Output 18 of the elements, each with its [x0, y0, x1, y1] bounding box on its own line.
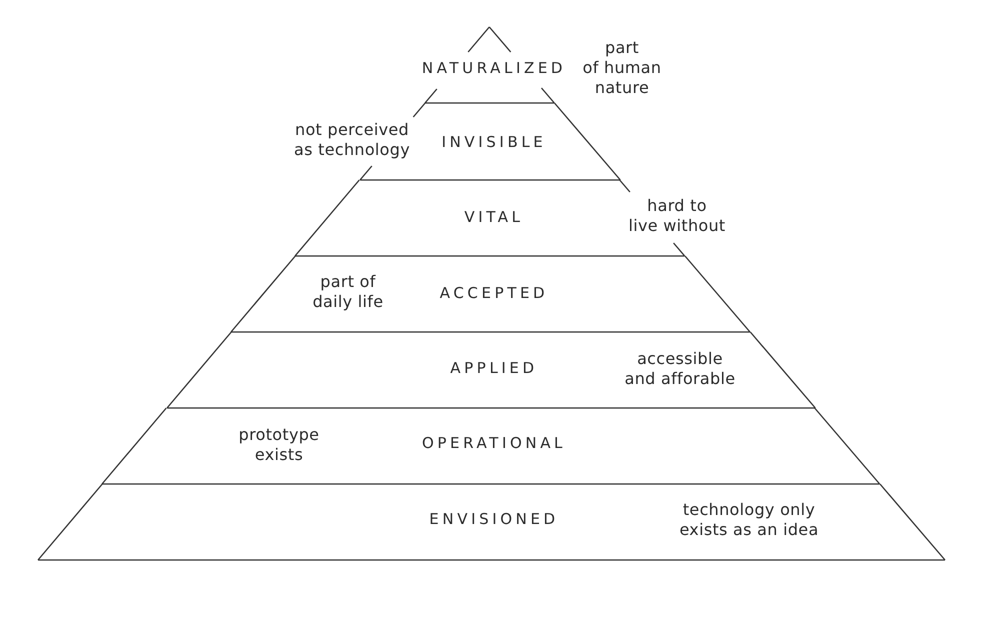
tier-label: VITAL	[464, 208, 524, 226]
tier-description: prototype exists	[238, 425, 320, 465]
pyramid-tier	[166, 332, 815, 408]
pyramid-tier	[38, 484, 945, 560]
tier-description: part of daily life	[312, 272, 384, 312]
tier-label: ENVISIONED	[429, 510, 559, 528]
tier-label: INVISIBLE	[442, 133, 546, 151]
tier-label: APPLIED	[450, 359, 538, 377]
pyramid-tier	[230, 256, 750, 332]
tier-description: technology only exists as an idea	[679, 500, 819, 540]
tier-description: accessible and afforable	[624, 349, 736, 389]
tier-label: OPERATIONAL	[422, 434, 566, 452]
tier-description: hard to live without	[628, 196, 726, 236]
annotation-text: part of human nature	[582, 38, 662, 98]
pyramid-tier	[102, 408, 880, 484]
tier-label: NATURALIZED	[422, 59, 566, 77]
tier-label: ACCEPTED	[440, 284, 548, 302]
tier-annotation: not perceived as technology	[294, 120, 410, 160]
